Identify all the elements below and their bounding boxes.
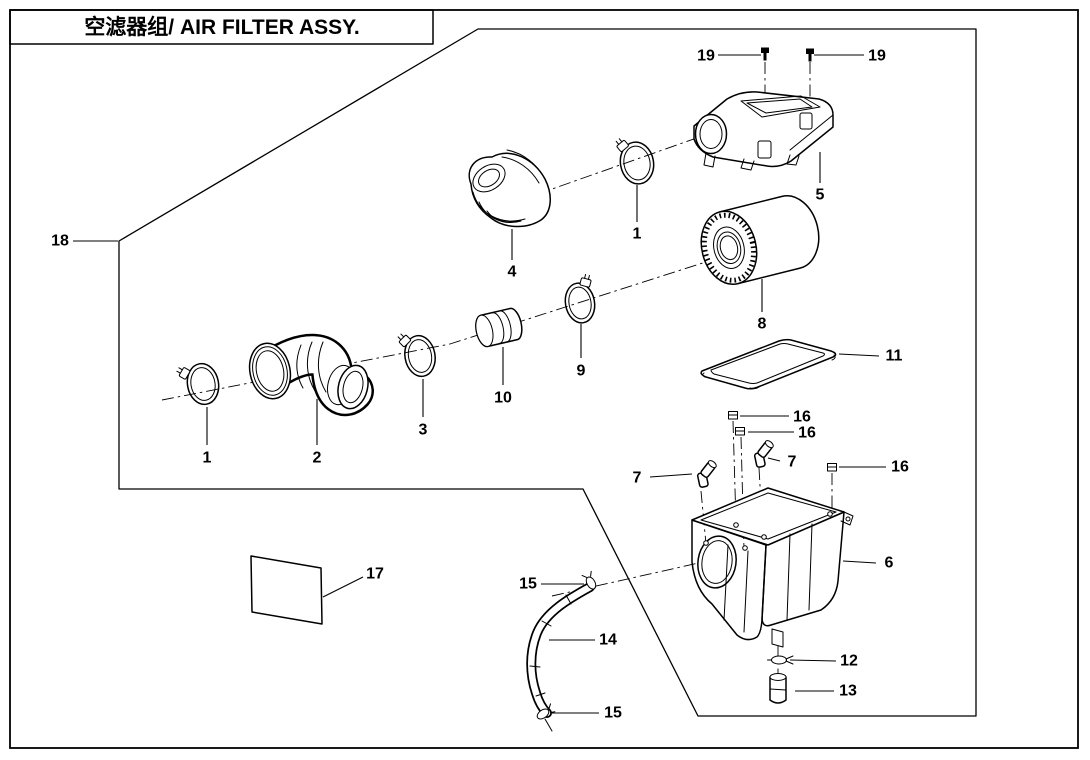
callout-number-17: 17 [366, 566, 384, 583]
filter-housing [691, 487, 854, 648]
housing-screw-16-b [735, 427, 745, 436]
vent-elbow-right [753, 440, 774, 468]
hose-clamp-1-lower [176, 362, 220, 406]
hose-clip-15-lower [536, 703, 556, 720]
cover-screw-19-left [761, 47, 769, 61]
corrugated-boot [468, 149, 551, 228]
housing-screw-16-a [728, 411, 738, 420]
callout-number-4: 4 [508, 264, 517, 281]
drain-hose [526, 582, 595, 732]
callout-leader-17 [322, 576, 364, 598]
decal-sticker [250, 555, 323, 625]
callout-number-8: 8 [758, 316, 767, 333]
callout-number-5: 5 [816, 187, 825, 204]
callout-number-14: 14 [599, 632, 617, 649]
callout-number-16: 16 [891, 459, 909, 476]
hose-clamp-9 [564, 273, 596, 324]
callout-number-7: 7 [633, 470, 642, 487]
callout-number-10: 10 [494, 390, 512, 407]
callout-leader-12 [789, 659, 837, 662]
vent-elbow-left [696, 460, 717, 488]
callout-number-11: 11 [886, 348, 903, 365]
callout-number-2: 2 [313, 450, 322, 467]
title-box [9, 9, 434, 45]
cover-screw-19-right [806, 48, 814, 62]
drain-plug [769, 673, 787, 704]
air-filter-cover [693, 91, 834, 171]
callout-number-16: 16 [793, 409, 811, 426]
callout-number-18: 18 [51, 233, 69, 250]
callout-number-9: 9 [577, 363, 586, 380]
callout-number-19: 19 [697, 48, 715, 65]
callout-leader-7 [767, 457, 781, 462]
callout-number-16: 16 [798, 425, 816, 442]
connector-sleeve [475, 307, 523, 348]
callout-leader-11 [838, 353, 880, 357]
intake-hose [248, 333, 374, 417]
callout-leader-7 [649, 473, 693, 478]
callout-number-19: 19 [868, 48, 886, 65]
callout-number-7: 7 [788, 454, 797, 471]
callout-number-1: 1 [633, 226, 642, 243]
callout-number-3: 3 [419, 422, 428, 439]
callout-number-15: 15 [519, 576, 537, 593]
page-title: 空滤器组/ AIR FILTER ASSY. [84, 15, 359, 39]
filter-element [700, 195, 820, 285]
callout-number-15: 15 [604, 705, 622, 722]
hose-clamp-3 [397, 333, 436, 378]
hose-clamp-1-upper [615, 138, 655, 185]
assembly-boundary-outline [118, 28, 977, 717]
drain-clip [767, 655, 794, 665]
callout-number-12: 12 [840, 653, 858, 670]
gasket [700, 338, 837, 390]
hose-clip-15-upper [581, 570, 597, 590]
callout-number-1: 1 [203, 450, 212, 467]
callout-leader-6 [842, 560, 877, 564]
callout-number-6: 6 [885, 555, 894, 572]
drain-spout [771, 628, 784, 648]
page-border [9, 9, 1079, 749]
housing-screw-16-c [827, 463, 837, 472]
callout-number-13: 13 [839, 683, 857, 700]
